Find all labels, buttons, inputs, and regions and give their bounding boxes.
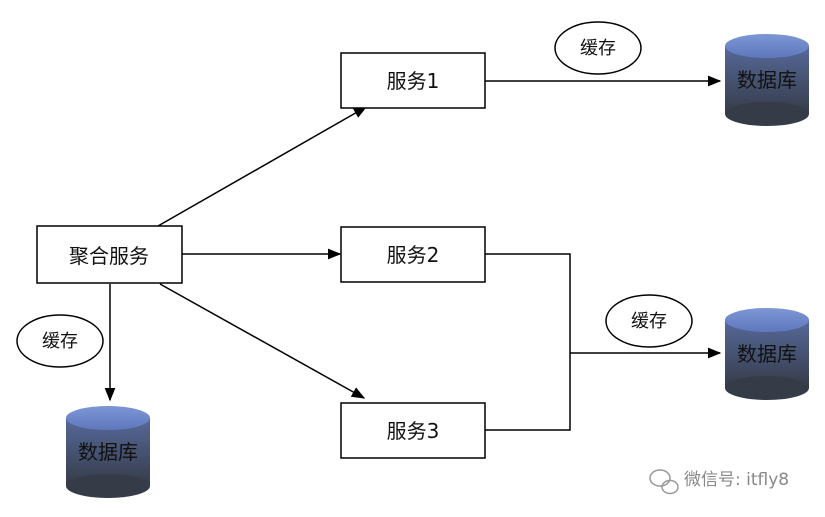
service1-label: 服务1 — [387, 69, 440, 93]
cache1-label: 缓存 — [42, 331, 78, 352]
cache3-label: 缓存 — [631, 311, 667, 332]
service2-box: 服务2 — [340, 226, 486, 283]
aggregate-service-box: 聚合服务 — [36, 225, 183, 284]
database3-cylinder: 数据库 — [725, 308, 809, 400]
database2-cylinder: 数据库 — [725, 34, 809, 126]
service3-label: 服务3 — [387, 419, 440, 443]
service3-box: 服务3 — [340, 402, 486, 459]
arrow-aggregate-to-service3 — [159, 283, 366, 399]
cache2-label: 缓存 — [580, 38, 616, 59]
connector-service2-merge — [485, 253, 571, 353]
service1-box: 服务1 — [340, 52, 486, 109]
watermark: 微信号: itfly8 — [649, 469, 789, 495]
aggregate-service-label: 聚合服务 — [69, 244, 149, 268]
connector-service3-merge — [485, 353, 571, 431]
database1-label: 数据库 — [78, 440, 138, 464]
database1-cylinder: 数据库 — [66, 406, 150, 498]
service2-label: 服务2 — [387, 243, 440, 267]
connectors — [104, 75, 722, 431]
cache3-ellipse: 缓存 — [605, 294, 693, 348]
database2-label: 数据库 — [737, 68, 797, 92]
arrow-aggregate-to-service1 — [157, 106, 368, 227]
watermark-text: 微信号: itfly8 — [684, 470, 789, 490]
database3-label: 数据库 — [737, 342, 797, 366]
wechat-icon — [649, 469, 679, 495]
cache2-ellipse: 缓存 — [554, 21, 642, 75]
cache1-ellipse: 缓存 — [16, 314, 104, 368]
